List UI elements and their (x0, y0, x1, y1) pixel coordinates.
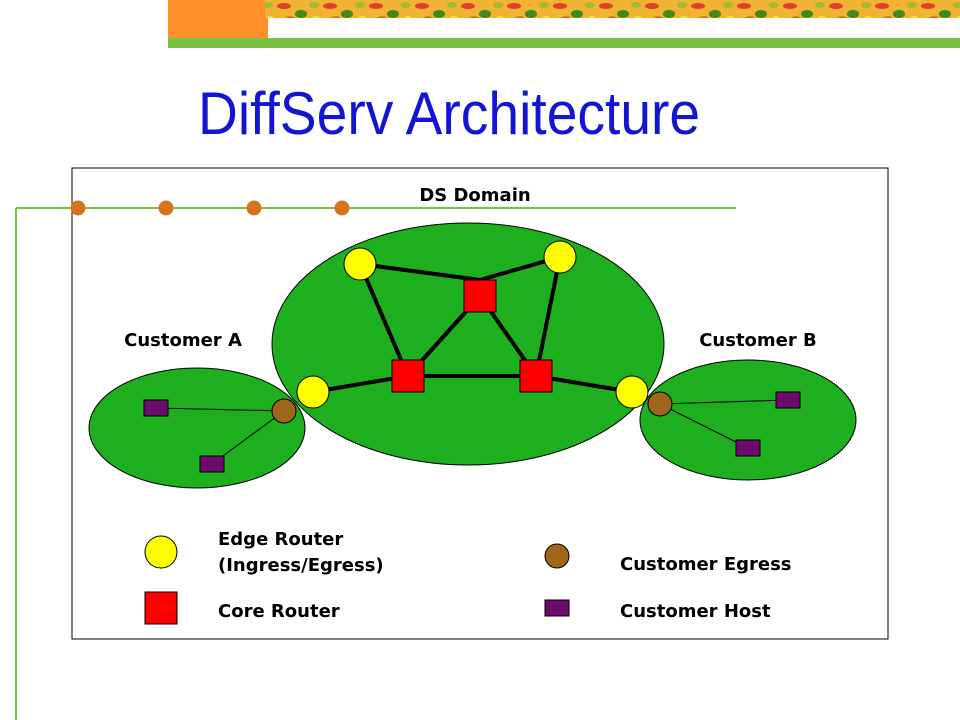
edge-router (543, 240, 577, 274)
customer-b-label: Customer B (699, 330, 817, 351)
bullet-dot (70, 200, 86, 216)
legend-core-router-label: Core Router (218, 601, 340, 622)
link (659, 403, 749, 449)
link (659, 399, 789, 405)
legend-customer-egress-swatch (544, 543, 570, 569)
legend: Edge Router (Ingress/Egress) Core Router… (144, 529, 792, 625)
slide-title: DiffServ Architecture (198, 80, 701, 147)
link (359, 262, 481, 282)
customer-a-label: Customer A (124, 330, 242, 351)
legend-edge-router-swatch (144, 535, 178, 569)
legend-customer-host-swatch (544, 599, 570, 617)
banner-green-bar (168, 38, 960, 48)
edge-router (343, 247, 377, 281)
banner-leaf-strip (265, 0, 960, 18)
customer-host (199, 455, 225, 473)
customer-egress (271, 398, 297, 424)
banner-orange-block (168, 0, 268, 40)
legend-edge-router-sublabel: (Ingress/Egress) (218, 555, 384, 576)
legend-customer-host-label: Customer Host (620, 601, 771, 622)
core-router (519, 359, 553, 393)
link (358, 263, 410, 377)
legend-edge-router-label: Edge Router (218, 529, 343, 550)
ds-domain-region (271, 222, 665, 466)
customer-host (735, 439, 761, 457)
bullet-dot (334, 200, 350, 216)
bullet-dot (246, 200, 262, 216)
customer-links (155, 399, 789, 465)
customer-host (775, 391, 801, 409)
customer-egress (647, 391, 673, 417)
core-router (391, 359, 425, 393)
core-router (463, 279, 497, 313)
top-banner (168, 0, 960, 48)
edge-router (615, 375, 649, 409)
customer-a-region (88, 367, 306, 489)
legend-customer-egress-label: Customer Egress (620, 554, 792, 575)
link (534, 256, 562, 377)
legend-core-router-swatch (144, 591, 178, 625)
link (155, 407, 285, 412)
customer-host (143, 399, 169, 417)
link (211, 410, 285, 465)
bullet-dot (158, 200, 174, 216)
edge-router (296, 375, 330, 409)
customer-b-region (639, 359, 857, 481)
ds-domain-label: DS Domain (419, 185, 530, 206)
